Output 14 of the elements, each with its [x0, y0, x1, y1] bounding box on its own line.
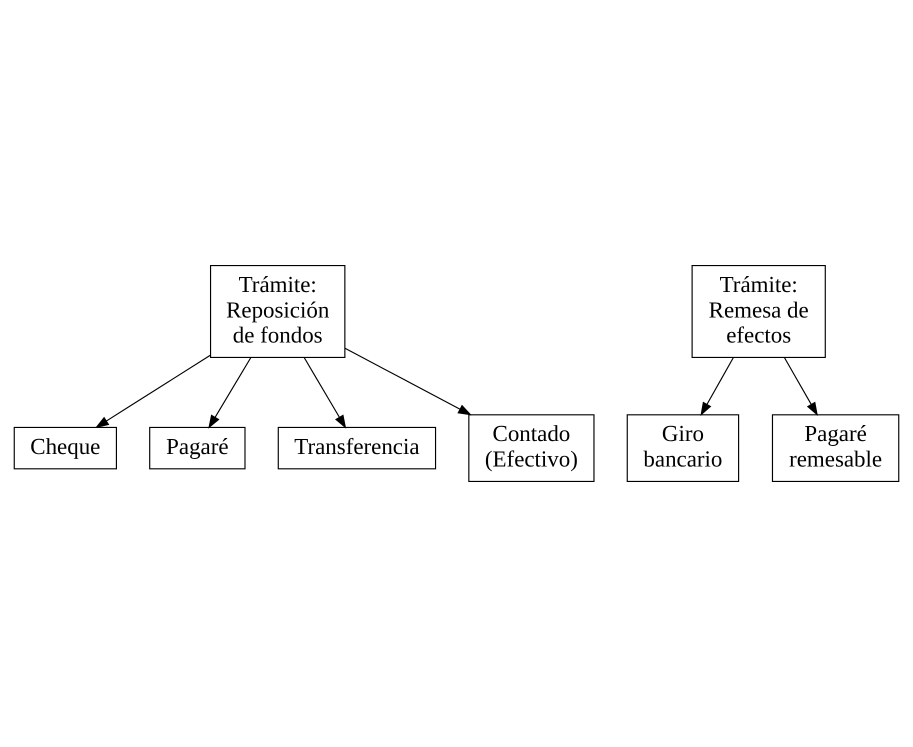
node-box: Trámite: Remesa de efectos [692, 265, 826, 358]
node-box: Giro bancario [626, 414, 740, 482]
node-box: Cheque [14, 426, 117, 470]
node-box: Pagaré remesable [772, 414, 900, 482]
arrow [304, 357, 346, 429]
arrow [784, 357, 818, 416]
arrow [700, 357, 734, 416]
node-box: Transferencia [278, 426, 436, 470]
node-box: Pagaré [149, 426, 246, 470]
node-box: Contado (Efectivo) [468, 414, 595, 482]
arrow [95, 354, 211, 428]
node-box: Trámite: Reposición de fondos [210, 265, 346, 358]
arrow [208, 357, 252, 429]
arrow [344, 348, 472, 416]
